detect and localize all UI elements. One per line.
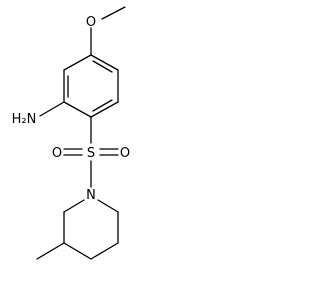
- atom-S-sulfonyl: S: [87, 146, 95, 161]
- bond-pip-6: [97, 199, 119, 213]
- bond-ring-6: [90, 54, 119, 71]
- bond-ring-1: [63, 54, 92, 71]
- bond-methyl-O: [101, 6, 126, 20]
- bond-pip-3: [63, 242, 92, 260]
- bond-ring-3: [63, 101, 92, 118]
- atom-O-sulfonyl-right: O: [120, 146, 130, 161]
- atom-O-methoxy: O: [86, 15, 96, 30]
- bond-ring-4: [90, 101, 119, 118]
- bond-pip-1: [63, 199, 85, 213]
- bond-methyl-pip: [36, 242, 65, 260]
- bond-ring-double-2: [92, 99, 113, 112]
- atom-N-amine: H₂N: [12, 112, 37, 127]
- atom-O-sulfonyl-left: O: [52, 146, 62, 161]
- bond-pip-4: [90, 242, 119, 260]
- bond-ring-NH2: [39, 101, 65, 117]
- atom-N-piperidine: N: [86, 188, 96, 203]
- structure-diagram: O H₂N S O O N: [12, 6, 130, 260]
- bond-ring-double-3: [92, 60, 113, 73]
